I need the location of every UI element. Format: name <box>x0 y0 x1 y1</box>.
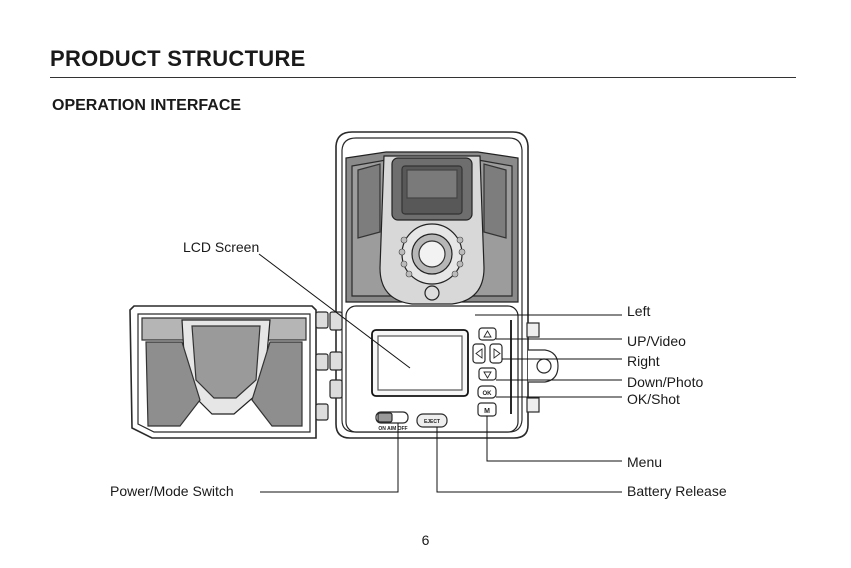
leader-battery-release <box>437 427 622 492</box>
callout-battery-release: Battery Release <box>627 483 727 499</box>
menu-button-label: M <box>484 408 490 415</box>
control-panel: OK M ON AIM OFF EJECT <box>330 306 518 432</box>
leader-power-mode-switch <box>260 423 398 492</box>
page-number: 6 <box>0 532 851 548</box>
callout-up-video: UP/Video <box>627 333 686 349</box>
camera-front-door <box>130 306 328 438</box>
eject-label: EJECT <box>424 419 440 425</box>
switch-label: ON AIM OFF <box>378 426 407 432</box>
callout-power-mode-switch: Power/Mode Switch <box>110 483 234 499</box>
callout-right: Right <box>627 353 660 369</box>
callout-ok-shot: OK/Shot <box>627 391 680 407</box>
callout-lcd-screen: LCD Screen <box>183 239 259 255</box>
callout-down-photo: Down/Photo <box>627 374 703 390</box>
ok-button-label: OK <box>483 391 493 397</box>
callout-left: Left <box>627 303 650 319</box>
callout-menu: Menu <box>627 454 662 470</box>
